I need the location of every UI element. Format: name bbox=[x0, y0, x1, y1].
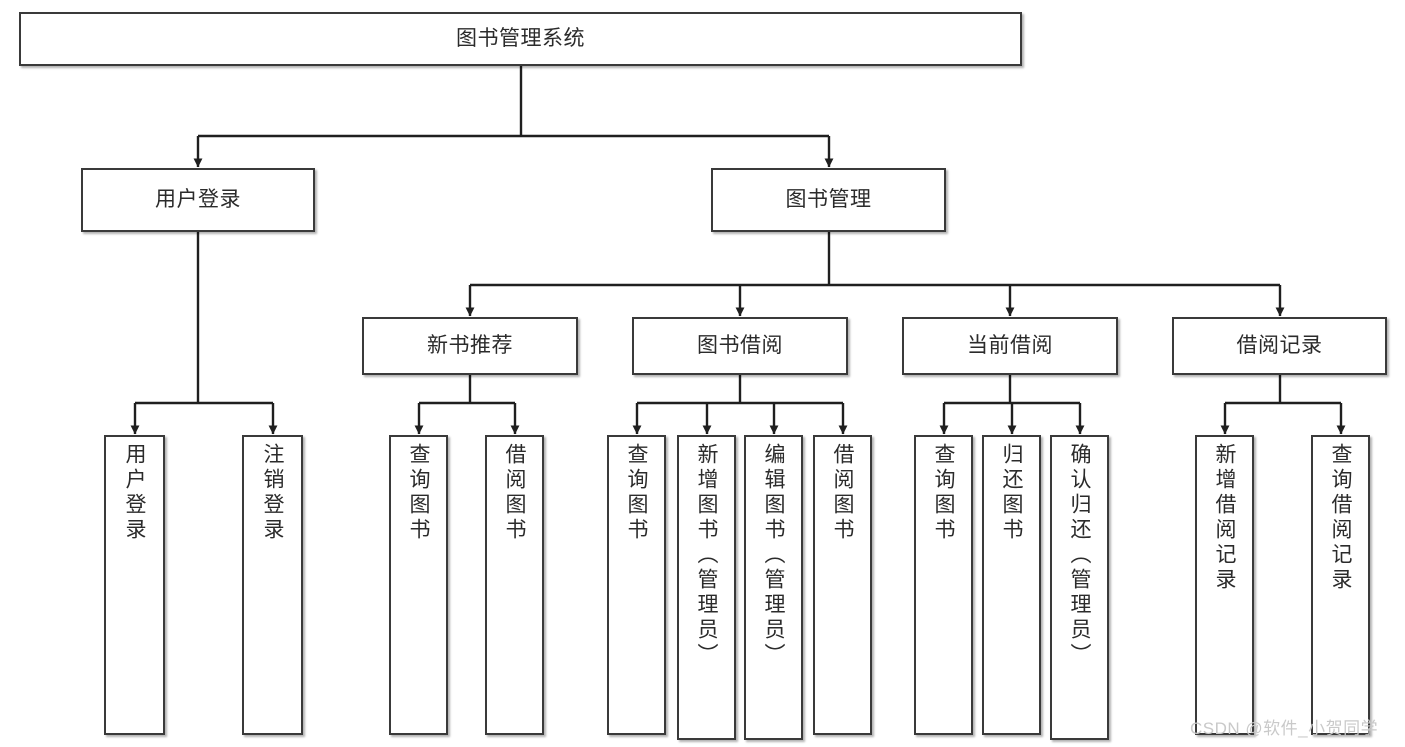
node-leaf-user-login[interactable]: 用户登录 bbox=[104, 435, 165, 735]
node-root[interactable]: 图书管理系统 bbox=[19, 12, 1022, 66]
node-new-book-recommend-label: 新书推荐 bbox=[427, 333, 513, 357]
node-leaf-add-book-label: 新增图书（管理员） bbox=[695, 443, 718, 668]
node-leaf-return-book[interactable]: 归还图书 bbox=[982, 435, 1041, 735]
node-leaf-query-book-2[interactable]: 查询图书 bbox=[607, 435, 666, 735]
node-book-borrow[interactable]: 图书借阅 bbox=[632, 317, 848, 375]
node-leaf-user-login-label: 用户登录 bbox=[123, 443, 146, 543]
node-leaf-query-book-1-label: 查询图书 bbox=[407, 443, 430, 543]
node-leaf-query-book-1[interactable]: 查询图书 bbox=[389, 435, 448, 735]
node-leaf-add-record[interactable]: 新增借阅记录 bbox=[1195, 435, 1254, 735]
node-leaf-edit-book[interactable]: 编辑图书（管理员） bbox=[744, 435, 803, 740]
node-leaf-query-book-3[interactable]: 查询图书 bbox=[914, 435, 973, 735]
node-current-borrow-label: 当前借阅 bbox=[967, 333, 1053, 357]
node-borrow-record[interactable]: 借阅记录 bbox=[1172, 317, 1387, 375]
node-borrow-record-label: 借阅记录 bbox=[1236, 333, 1323, 357]
node-book-manage[interactable]: 图书管理 bbox=[711, 168, 946, 232]
node-leaf-edit-book-label: 编辑图书（管理员） bbox=[762, 443, 785, 668]
node-user-login[interactable]: 用户登录 bbox=[81, 168, 315, 232]
node-leaf-return-book-label: 归还图书 bbox=[1000, 443, 1023, 543]
node-leaf-logout[interactable]: 注销登录 bbox=[242, 435, 303, 735]
node-leaf-query-book-3-label: 查询图书 bbox=[932, 443, 955, 543]
node-leaf-confirm-return[interactable]: 确认归还（管理员） bbox=[1050, 435, 1109, 740]
node-leaf-borrow-book-1[interactable]: 借阅图书 bbox=[485, 435, 544, 735]
node-root-label: 图书管理系统 bbox=[456, 26, 585, 50]
node-book-borrow-label: 图书借阅 bbox=[697, 333, 783, 357]
node-leaf-borrow-book-2-label: 借阅图书 bbox=[831, 443, 854, 543]
node-leaf-logout-label: 注销登录 bbox=[261, 443, 284, 543]
node-leaf-query-record-label: 查询借阅记录 bbox=[1329, 443, 1352, 593]
node-current-borrow[interactable]: 当前借阅 bbox=[902, 317, 1118, 375]
node-book-manage-label: 图书管理 bbox=[785, 187, 872, 211]
csdn-watermark: CSDN @软件_小贺同学 bbox=[1190, 719, 1379, 738]
node-leaf-query-record[interactable]: 查询借阅记录 bbox=[1311, 435, 1370, 735]
node-leaf-confirm-return-label: 确认归还（管理员） bbox=[1068, 443, 1091, 668]
node-leaf-borrow-book-2[interactable]: 借阅图书 bbox=[813, 435, 872, 735]
node-leaf-add-record-label: 新增借阅记录 bbox=[1213, 443, 1236, 593]
node-new-book-recommend[interactable]: 新书推荐 bbox=[362, 317, 578, 375]
node-leaf-add-book[interactable]: 新增图书（管理员） bbox=[677, 435, 736, 740]
node-user-login-label: 用户登录 bbox=[155, 187, 241, 211]
node-leaf-borrow-book-1-label: 借阅图书 bbox=[503, 443, 526, 543]
node-leaf-query-book-2-label: 查询图书 bbox=[625, 443, 648, 543]
